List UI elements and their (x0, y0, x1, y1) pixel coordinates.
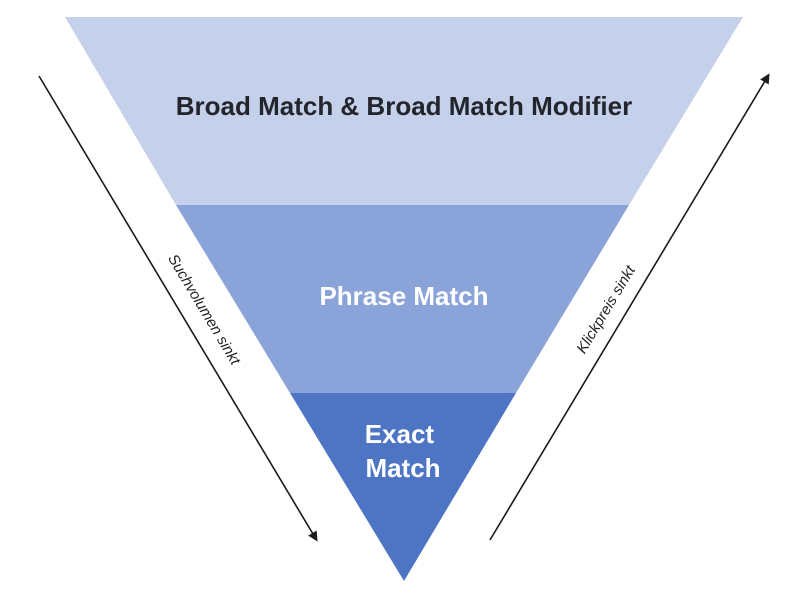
exact-match-line-2: Match (365, 453, 440, 483)
exact-match-line-1: Exact (365, 419, 435, 449)
funnel-level-exact (290, 393, 516, 581)
funnel-level-phrase (176, 205, 629, 393)
search-volume-arrow (38, 75, 318, 542)
exact-match-label: Exact Match (365, 419, 442, 483)
phrase-match-label: Phrase Match (319, 281, 488, 311)
funnel-level-broad (65, 17, 743, 205)
broad-match-label: Broad Match & Broad Match Modifier (176, 91, 632, 121)
click-price-arrow (489, 73, 770, 541)
